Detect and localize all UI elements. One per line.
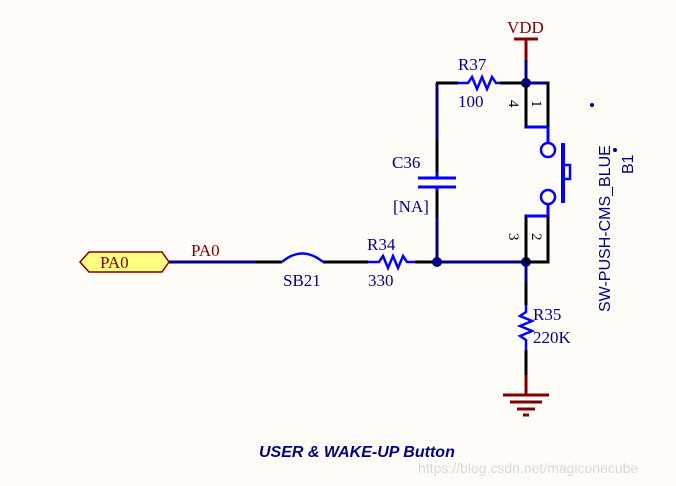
r35-resistor-icon <box>516 305 536 350</box>
pa0-net-label: PA0 <box>191 241 220 260</box>
pa0-port[interactable] <box>78 251 170 273</box>
b1-pin-1: 1 <box>528 100 544 108</box>
junction-dot <box>432 257 442 267</box>
watermark: https://blog.csdn.net/magiconecube <box>418 460 638 476</box>
diagram-title: USER & WAKE-UP Button <box>259 444 455 461</box>
r35-designator: R35 <box>533 305 561 324</box>
b1-pin-4: 4 <box>505 100 521 108</box>
b1-pushbutton-icon <box>524 81 572 264</box>
b1-part-name: SW-PUSH-CMS_BLUE <box>597 145 614 312</box>
b1-pin-2: 2 <box>528 233 544 241</box>
r34-designator: R34 <box>367 235 396 254</box>
c36-designator: C36 <box>392 153 420 172</box>
r34-resistor-icon <box>368 252 415 272</box>
ground-icon <box>503 393 549 417</box>
vdd-label: VDD <box>507 18 544 37</box>
r37-value: 100 <box>458 92 484 111</box>
r35-value: 220K <box>533 328 572 347</box>
pa0-port-label: PA0 <box>100 253 129 272</box>
c36-capacitor-icon <box>418 172 456 191</box>
b1-part-dot <box>590 103 594 107</box>
r37-resistor-icon <box>458 73 500 93</box>
r37-designator: R37 <box>458 55 487 74</box>
sb21-solder-bridge-icon <box>281 252 324 263</box>
r34-value: 330 <box>368 271 394 290</box>
b1-pin-3: 3 <box>505 233 521 241</box>
b1-designator-dot <box>613 148 617 152</box>
b1-designator: B1 <box>620 154 637 174</box>
sb21-designator: SB21 <box>283 271 321 290</box>
c36-value: [NA] <box>393 197 429 216</box>
